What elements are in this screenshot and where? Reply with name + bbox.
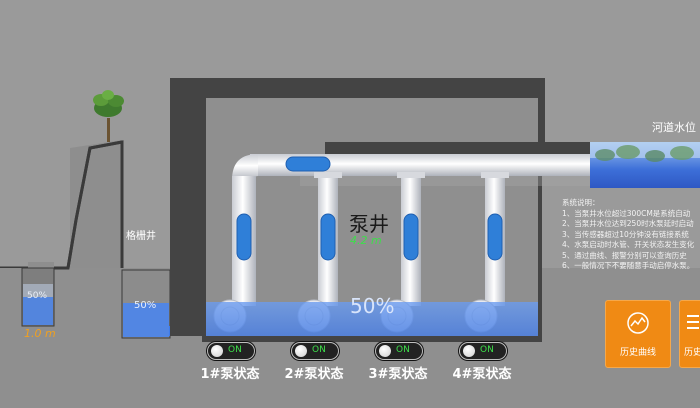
system-note-line: 3、当传感器超过10分钟没有链接系统 bbox=[562, 229, 689, 239]
pump-2-toggle[interactable]: ON bbox=[291, 342, 339, 360]
list-icon bbox=[687, 315, 699, 329]
history-curve-icon bbox=[627, 312, 649, 334]
system-notes: 系统说明： 1、当泵井水位超过300CM是系统自动 2、当泵井水位达到250时水… bbox=[562, 198, 700, 272]
pump-3-toggle[interactable]: ON bbox=[375, 342, 423, 360]
pump-1-state: ON bbox=[228, 345, 242, 355]
pump-1-toggle[interactable]: ON bbox=[207, 342, 255, 360]
pump-4-state: ON bbox=[480, 345, 494, 355]
pump-well-percent: 50% bbox=[350, 294, 395, 318]
tree-decoration bbox=[93, 90, 124, 142]
system-note-line: 2、当泵井水位达到250时水泵延时启动 bbox=[562, 219, 694, 228]
history-label: 历史 bbox=[684, 348, 700, 358]
toggle-knob bbox=[295, 345, 307, 357]
left-level-value: 1.0 m bbox=[24, 327, 56, 340]
grating-well-label: 格栅井 bbox=[126, 231, 156, 242]
river-level-label: 河道水位 bbox=[652, 121, 696, 134]
history-curve-button[interactable]: 历史曲线 bbox=[605, 300, 671, 368]
toggle-knob bbox=[379, 345, 391, 357]
pump-well-label: 泵井 bbox=[349, 212, 389, 236]
pump-2-state: ON bbox=[312, 345, 326, 355]
system-note-line: 4、水泵启动时水管、开关状态发生变化 bbox=[562, 240, 695, 249]
history-curve-label: 历史曲线 bbox=[619, 348, 656, 358]
system-notes-title: 系统说明： bbox=[562, 198, 600, 207]
system-note-line: 5、通过曲线、报警分别可以查询历史 bbox=[562, 250, 687, 260]
system-note-line: 6、一般情况下不要随意手动启停水泵。 bbox=[562, 261, 695, 270]
left-tank-percent: 50% bbox=[27, 291, 48, 301]
grating-well-percent: 50% bbox=[134, 300, 157, 311]
pump-2-label: 2#泵状态 bbox=[284, 367, 344, 382]
pump-1-label: 1#泵状态 bbox=[200, 367, 260, 382]
system-note-line: 1、当泵井水位超过300CM是系统自动 bbox=[562, 208, 691, 218]
history-button[interactable]: 历史 bbox=[679, 300, 700, 368]
toggle-knob bbox=[463, 345, 475, 357]
pump-well-level-value: 4.2 m bbox=[350, 234, 382, 247]
pump-3-state: ON bbox=[396, 345, 410, 355]
toggle-knob bbox=[211, 345, 223, 357]
pump-4-toggle[interactable]: ON bbox=[459, 342, 507, 360]
pump-3-label: 3#泵状态 bbox=[368, 367, 428, 382]
pump-4-label: 4#泵状态 bbox=[452, 367, 512, 382]
